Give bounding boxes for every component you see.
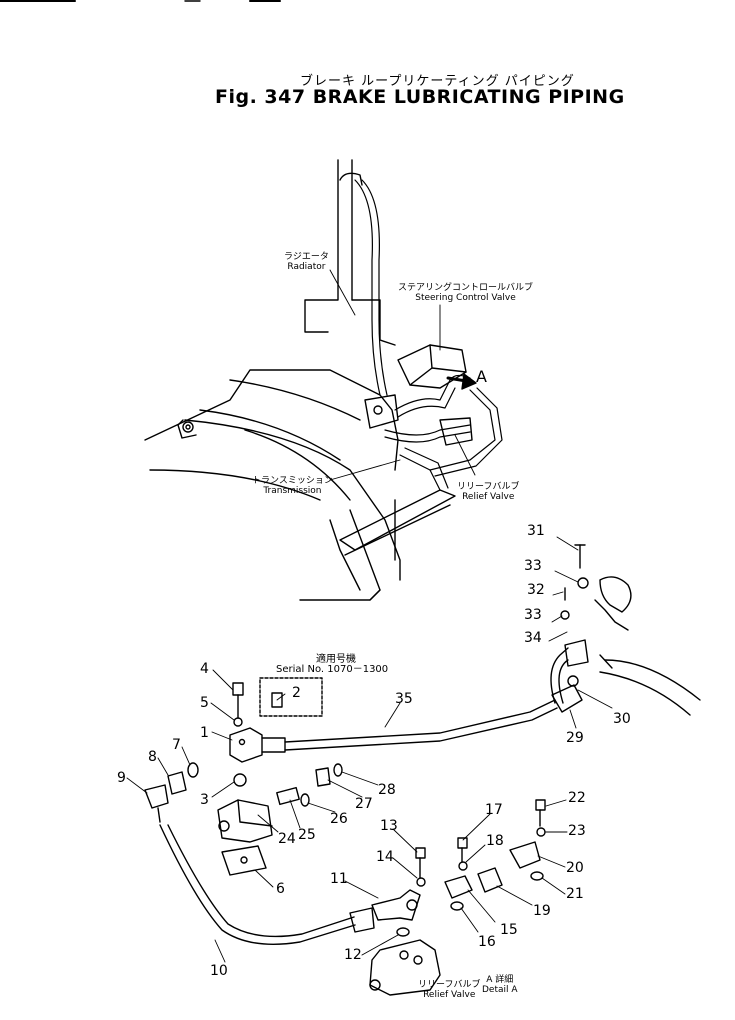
label-steering-control-valve: ステアリングコントロールバルブ Steering Control Valve: [398, 283, 533, 303]
part-leaders: [126, 536, 613, 963]
detail-a-marker: A: [476, 367, 487, 386]
part-number: 35: [395, 691, 413, 707]
part-number: 2: [292, 685, 301, 701]
relief2-jp: リリーフバルブ: [418, 980, 481, 990]
label-serial-number: 適用号機 Serial No. 1070－1300: [276, 655, 388, 675]
serial-en: Serial No. 1070－1300: [276, 664, 389, 675]
part-number: 25: [298, 827, 316, 843]
part-number: 33: [524, 558, 542, 574]
label-relief-valve: リリーフバルブ Relief Valve: [457, 482, 519, 502]
detail-jp: A 詳細: [486, 975, 514, 985]
part-number: 28: [378, 782, 396, 798]
part-number: 21: [566, 886, 584, 902]
part-number: 8: [148, 749, 157, 765]
label-relief-valve-detail: リリーフバルブ Relief Valve: [418, 980, 480, 1000]
part-number: 31: [527, 523, 545, 539]
part-number: 15: [500, 922, 518, 938]
part-number: 27: [355, 796, 373, 812]
part-number: 7: [172, 737, 181, 753]
figure-title-japanese: ブレーキ ループリケーティング パイピング: [300, 74, 575, 89]
part-number: 12: [344, 947, 362, 963]
radiator-jp: ラジエータ: [284, 252, 329, 262]
serial-jp: 適用号機: [316, 654, 356, 665]
part-number: 4: [200, 661, 209, 677]
part-number: 3: [200, 792, 209, 808]
label-detail-a: A 詳細 Detail A: [482, 975, 518, 995]
part-number: 26: [330, 811, 348, 827]
relief2-en: Relief Valve: [423, 990, 476, 1000]
part-number: 19: [533, 903, 551, 919]
relief-en: Relief Valve: [462, 492, 515, 502]
detail-a-arrow: [446, 373, 477, 390]
part-number: 11: [330, 871, 348, 887]
lower-left-assembly: [144, 677, 375, 945]
label-radiator: ラジエータ Radiator: [284, 252, 329, 272]
part-number: 33: [524, 607, 542, 623]
detail-a-assembly: [369, 799, 546, 996]
part-number: 10: [210, 963, 228, 979]
steering-jp: ステアリングコントロールバルブ: [398, 283, 534, 293]
part-number: 6: [276, 881, 285, 897]
inset-right: [284, 544, 701, 751]
part-number: 32: [527, 582, 545, 598]
upper-leaders: [329, 269, 476, 481]
figure-title: Fig. 347 BRAKE LUBRICATING PIPING: [215, 86, 625, 108]
steering-en: Steering Control Valve: [415, 293, 516, 303]
transmission-jp: トランスミッション: [252, 476, 333, 486]
part-number: 23: [568, 823, 586, 839]
part-number: 29: [566, 730, 584, 746]
machine-frame: [144, 159, 473, 601]
part-number: 14: [376, 849, 394, 865]
detail-en: Detail A: [482, 985, 518, 995]
upper-hoses: [354, 179, 503, 491]
part-number: 13: [380, 818, 398, 834]
part-number: 20: [566, 860, 584, 876]
part-number: 22: [568, 790, 586, 806]
transmission-en: Transmission: [263, 486, 322, 496]
part-number: 34: [524, 630, 542, 646]
radiator-en: Radiator: [287, 262, 326, 272]
part-number: 16: [478, 934, 496, 950]
part-number: 9: [117, 770, 126, 786]
relief-jp: リリーフバルブ: [457, 482, 520, 492]
part-number: 17: [485, 802, 503, 818]
part-number: 5: [200, 695, 209, 711]
label-transmission: トランスミッション Transmission: [252, 476, 333, 496]
part-number: 30: [613, 711, 631, 727]
part-number: 18: [486, 833, 504, 849]
part-number: 24: [278, 831, 296, 847]
part-number: 1: [200, 725, 209, 741]
